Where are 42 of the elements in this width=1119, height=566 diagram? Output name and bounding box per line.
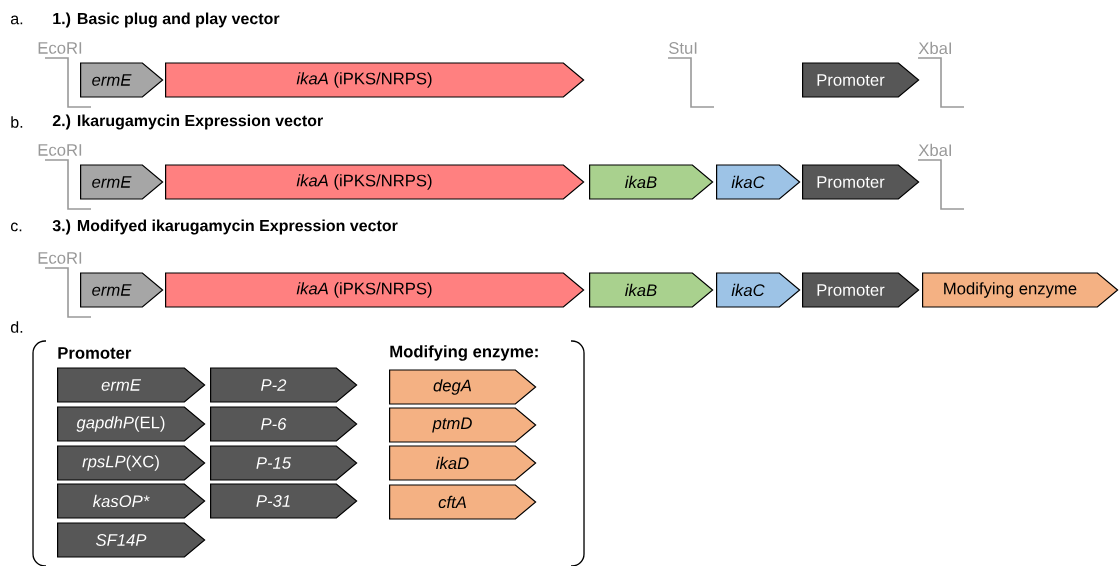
gene-block: ermE (80, 272, 164, 308)
restriction-site-label: StuI (669, 42, 697, 54)
gene-block: ptmD (389, 407, 537, 443)
gene-block: ikaD (389, 445, 537, 481)
gene-block: degA (389, 369, 537, 405)
gene-block: ikaA (iPKS/NRPS) (165, 164, 585, 200)
gene-block: P-6 (210, 406, 358, 442)
restriction-site-label: XbaI (918, 41, 951, 55)
gene-block: ermE (80, 62, 164, 98)
gene-block: ikaB (589, 164, 714, 200)
gene-block: ermE (80, 164, 164, 200)
panel-letter: b. (11, 116, 23, 128)
panel-letter: d. (10, 321, 23, 333)
gene-block: Promoter (802, 62, 920, 98)
panel-title: 2.) Ikarugamycin Expression vector (52, 114, 323, 130)
gene-block: rpsLP(XC) (57, 445, 206, 481)
gene-block: cftA (389, 484, 537, 520)
gene-block: Modifying enzyme (922, 272, 1119, 308)
restriction-site-label: XbaI (918, 143, 951, 157)
gene-block: ikaC (716, 272, 801, 308)
gene-block: ikaC (716, 164, 801, 200)
gene-block: Promoter (802, 164, 920, 200)
gene-block: P-2 (210, 367, 358, 403)
gene-block: P-15 (210, 445, 358, 481)
gene-block: P-31 (210, 483, 358, 519)
panel-title: 3.) Modifyed ikarugamycin Expression vector (52, 219, 398, 235)
panel-letter: c. (10, 222, 22, 232)
panel-letter: a. (10, 15, 23, 25)
gene-block: ikaB (589, 272, 714, 308)
group-heading: Modifying enzyme: (390, 345, 538, 361)
gene-block: SF14P (57, 522, 206, 558)
restriction-site-label: EcoRI (38, 42, 82, 54)
gene-block: gapdhP(EL) (57, 406, 206, 442)
gene-block: kasOP* (57, 483, 206, 519)
gene-block: ermE (57, 367, 206, 403)
restriction-site-label: EcoRI (38, 144, 82, 156)
gene-block: ikaA (iPKS/NRPS) (165, 272, 585, 308)
gene-block: Promoter (802, 272, 920, 308)
restriction-site-label: EcoRI (38, 252, 82, 264)
gene-block: ikaA (iPKS/NRPS) (165, 62, 585, 98)
group-heading: Promoter (58, 347, 132, 359)
panel-title: 1.) Basic plug and play vector (53, 12, 280, 28)
